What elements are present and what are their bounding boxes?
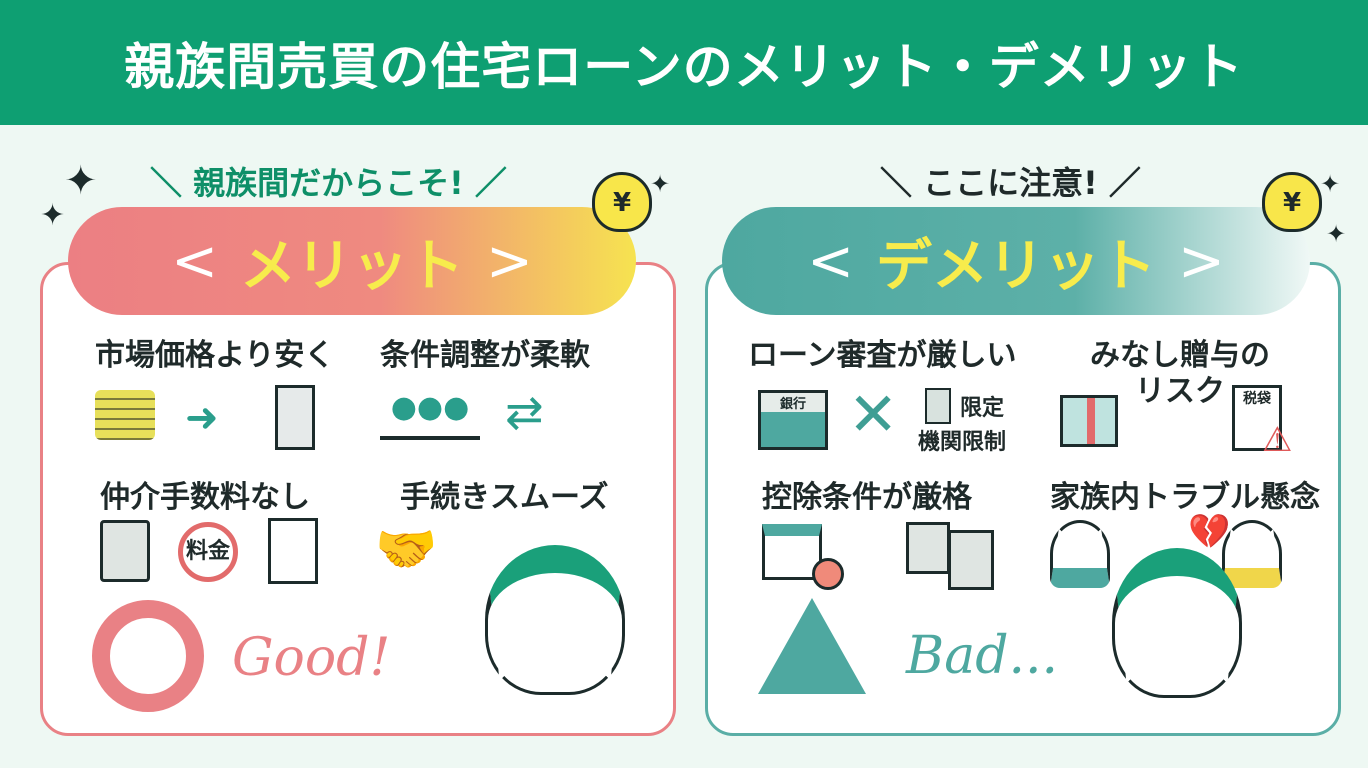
sparkle-icon: ✦ xyxy=(40,198,66,233)
good-word: Good! xyxy=(232,628,391,688)
document-icon xyxy=(268,518,318,584)
bank-label: 銀行 xyxy=(761,393,825,412)
bracket-right: > xyxy=(1178,228,1225,294)
no-fee-icon: 料金 xyxy=(178,522,238,582)
sparkle-icon: ✦ xyxy=(1320,170,1341,198)
merit-item-flexible: 条件調整が柔軟 xyxy=(380,338,590,373)
bracket-left: < xyxy=(807,228,854,294)
tax-document-icon: 税袋 xyxy=(1232,385,1282,451)
calculator-icon xyxy=(100,520,150,582)
demerit-label-pill: < デメリット > xyxy=(722,207,1310,315)
building-icon xyxy=(275,385,315,450)
demerit-label: デメリット xyxy=(876,233,1156,299)
merit-item-price: 市場価格より安く xyxy=(95,338,335,373)
gift-text-2: リスク xyxy=(1135,374,1225,409)
sparkle-icon: ✦ xyxy=(64,158,98,204)
tax-label: 税袋 xyxy=(1243,391,1271,407)
meeting-table-icon: ●●● xyxy=(380,390,480,440)
woman-thumbs-up-illustration xyxy=(485,545,625,695)
fee-label: 料金 xyxy=(185,539,230,564)
bracket-left: < xyxy=(171,228,218,294)
flexible-arrows-icon: ⇄ xyxy=(505,385,544,439)
warning-icon: ⚠ xyxy=(1262,420,1293,460)
worried-man-icon xyxy=(1050,520,1110,588)
demerit-tagline-text: ここに注意! xyxy=(923,164,1098,202)
building-icon xyxy=(925,388,951,424)
handshake-icon: 🤝 xyxy=(375,520,438,578)
calculator-icon xyxy=(948,530,994,590)
sparkle-icon: ✦ xyxy=(650,170,671,198)
money-bag-icon: ¥ xyxy=(592,172,652,232)
merit-label: メリット xyxy=(240,233,464,299)
page-title: 親族間売買の住宅ローンのメリット・デメリット xyxy=(124,37,1244,96)
merit-tagline-text: 親族間だからこそ! xyxy=(193,164,464,202)
demerit-tagline: ＼ ここに注意! ／ xyxy=(880,164,1141,202)
institution-limit-label: 機関限制 xyxy=(918,430,1007,455)
limit-label: 限定 xyxy=(960,396,1005,421)
bracket-right: > xyxy=(486,228,533,294)
merit-item-no-fee: 仲介手数料なし xyxy=(100,480,310,515)
demerit-item-gift: みなし贈与のリスク xyxy=(1090,338,1270,410)
coins-icon xyxy=(95,390,155,440)
demerit-item-family-trouble: 家族内トラブル懸念 xyxy=(1050,480,1320,515)
gift-text-1: みなし贈与の xyxy=(1090,338,1270,373)
bad-word: Bad... xyxy=(906,626,1059,686)
gift-icon xyxy=(1060,395,1118,447)
merit-tagline: ＼ 親族間だからこそ! ／ xyxy=(150,164,507,202)
cross-icon: ✕ xyxy=(848,380,899,450)
worried-woman-illustration xyxy=(1112,548,1242,698)
merit-label-pill: < メリット > xyxy=(68,207,636,315)
header: 親族間売買の住宅ローンのメリット・デメリット xyxy=(0,0,1368,125)
demerit-item-deduction: 控除条件が厳格 xyxy=(762,480,972,515)
calculator-icon xyxy=(906,522,950,574)
circle-icon xyxy=(92,600,204,712)
arrow-right-icon: ➜ xyxy=(185,395,219,441)
worried-woman-icon xyxy=(1222,520,1282,588)
merit-item-smooth: 手続きスムーズ xyxy=(400,480,609,515)
demerit-item-loan: ローン審査が厳しい xyxy=(748,338,1017,373)
triangle-icon xyxy=(758,598,866,694)
bank-icon: 銀行 xyxy=(758,390,828,450)
sparkle-icon: ✦ xyxy=(1326,220,1347,248)
clock-icon xyxy=(812,558,844,590)
money-bag-icon: ¥ xyxy=(1262,172,1322,232)
